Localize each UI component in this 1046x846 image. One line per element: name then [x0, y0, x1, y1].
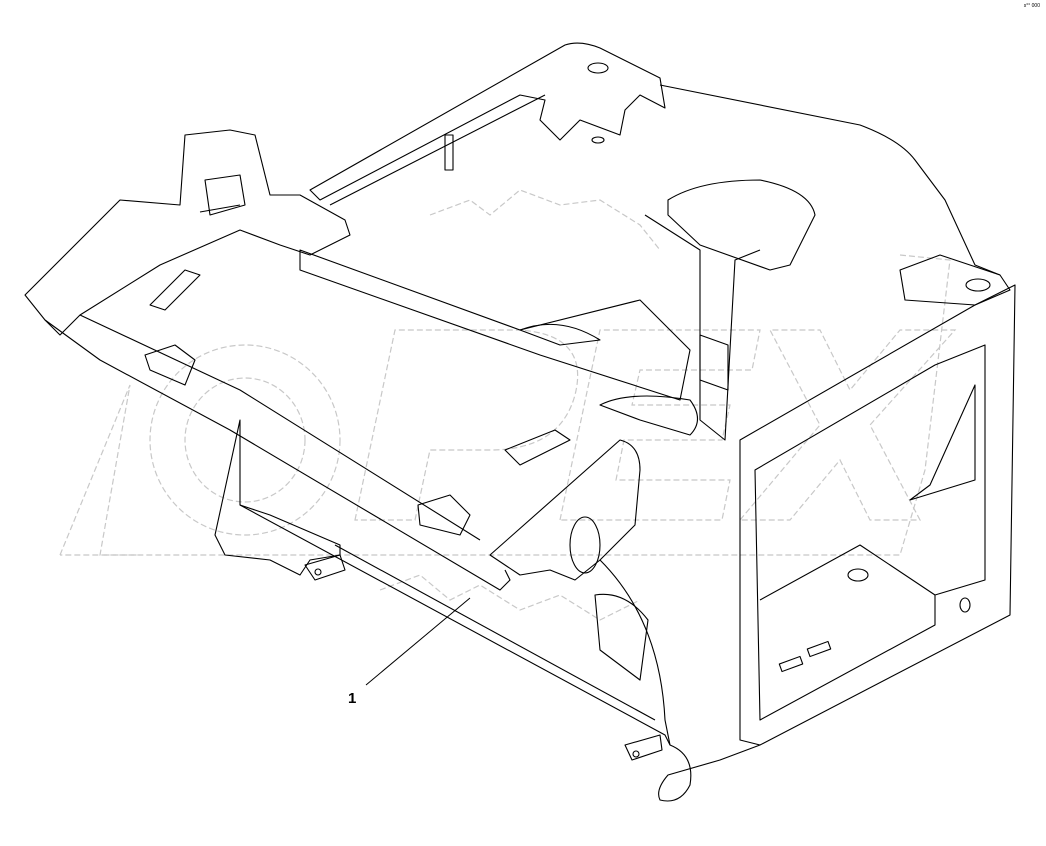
right-side-box: [739, 284, 1016, 746]
top-rail-hole-small: [591, 136, 605, 144]
bottom-foot-window: [594, 593, 649, 681]
watermark-letter-o-inner: [184, 377, 306, 503]
watermark: [59, 189, 957, 621]
corner-code: s°° 000: [1023, 3, 1040, 9]
center-right-bracket: [489, 439, 641, 581]
watermark-gear-bottom: [379, 574, 641, 621]
right-top-hole: [965, 278, 991, 292]
watermark-frame: [59, 384, 140, 556]
base-tab-left: [304, 554, 346, 581]
top-rail-edge: [329, 94, 546, 206]
right-post-plate: [667, 179, 816, 271]
callout-leader-1: [365, 597, 471, 686]
right-box-hole: [959, 597, 971, 613]
frame-assembly: [24, 42, 1016, 802]
right-top-plate: [899, 254, 1011, 306]
bottom-foot: [599, 559, 761, 802]
watermark-letter-p: [354, 329, 579, 521]
rear-plate: [659, 84, 1001, 276]
base-tab-right: [624, 734, 663, 761]
left-bracket: [204, 174, 246, 216]
callout-label-1: 1: [348, 690, 357, 707]
right-box-mount: [847, 568, 869, 582]
right-box-window: [909, 384, 976, 501]
center-right-hook: [599, 395, 699, 436]
right-box-tab-2: [806, 640, 832, 658]
watermark-frame-right: [60, 254, 951, 556]
watermark-letter-o: [149, 344, 341, 536]
center-clip: [417, 494, 471, 536]
top-rail: [309, 42, 666, 201]
left-bracket-bolts: [199, 204, 241, 213]
watermark-letter-x: [738, 329, 957, 521]
base-tab-right-hole: [632, 750, 640, 758]
top-rail-hole: [587, 62, 609, 74]
central-trough: [519, 323, 601, 346]
left-clip: [144, 344, 196, 386]
right-post-bracket: [699, 334, 729, 391]
left-front-beam-face: [79, 314, 481, 541]
right-box-tab-1: [778, 655, 804, 673]
lower-beam: [239, 504, 671, 746]
right-post: [644, 214, 761, 441]
left-side-plate: [214, 419, 341, 576]
upper-tab: [444, 134, 454, 171]
center-right-slot: [569, 516, 601, 574]
watermark-gear-top: [429, 189, 661, 251]
base-tab-left-hole: [314, 568, 322, 576]
left-front-beam-lower: [44, 319, 511, 591]
pivot-arm: [149, 269, 201, 311]
right-box-floor: [759, 544, 936, 601]
right-side-box-inner: [754, 344, 986, 721]
left-front-beam: [24, 129, 351, 336]
lower-beam-edge: [334, 544, 656, 721]
watermark-letter-e: [559, 329, 761, 521]
center-arm: [504, 429, 571, 466]
central-cross-beam: [299, 249, 691, 401]
